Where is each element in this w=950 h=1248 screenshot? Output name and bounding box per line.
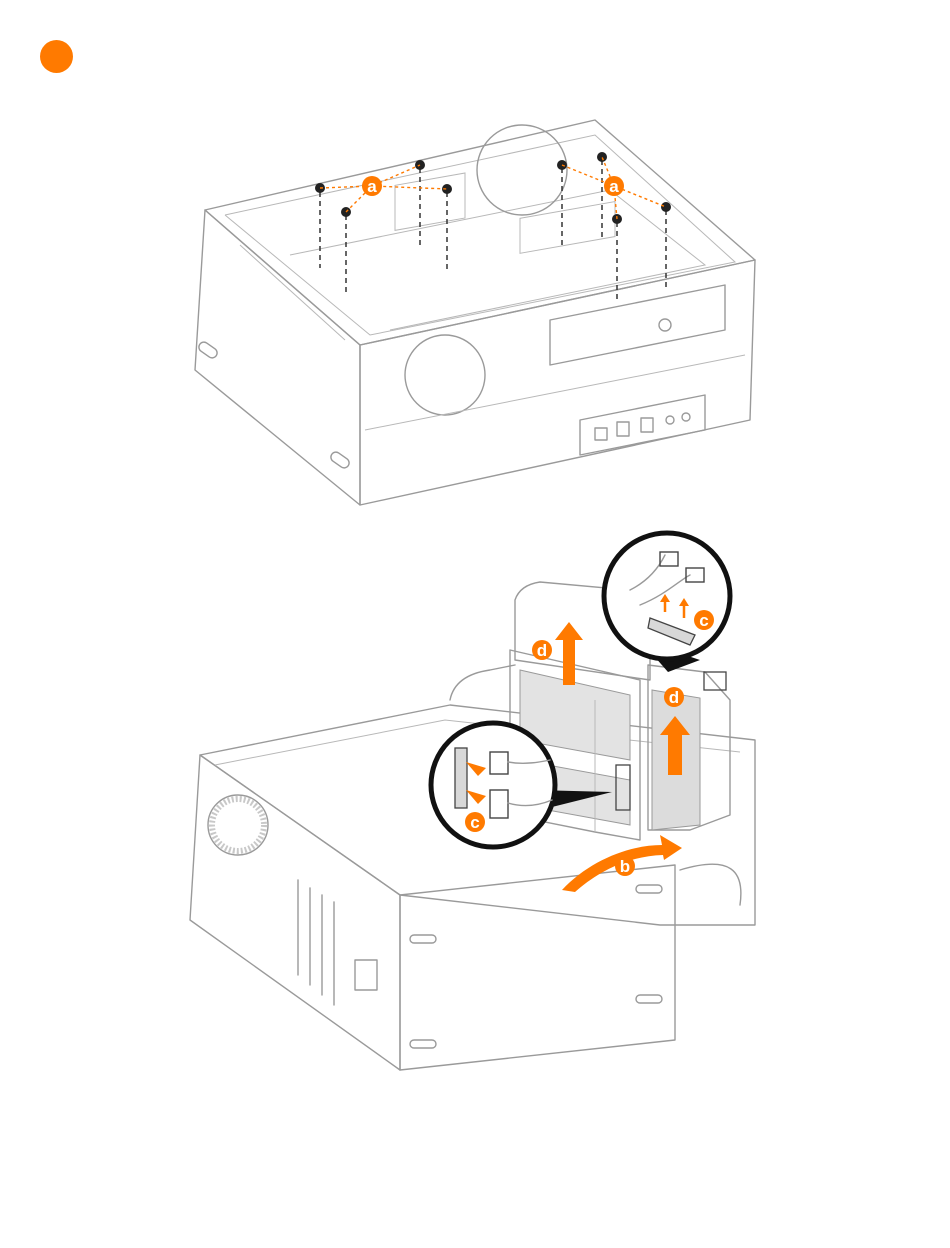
panel-slot-4	[410, 1040, 436, 1048]
drive-cage-curve	[450, 665, 515, 700]
connector-detail-left	[431, 723, 555, 847]
hard-drive-cage	[648, 665, 730, 830]
optical-eject	[659, 319, 671, 331]
expansion-slots	[298, 880, 334, 1005]
screw-icon	[597, 152, 607, 162]
lift-arrow-left	[555, 622, 583, 685]
audio-jack-1	[666, 416, 674, 424]
top-fan-circle	[477, 125, 567, 215]
foot-2	[329, 450, 351, 470]
svg-text:a: a	[367, 177, 377, 196]
io-panel	[580, 395, 705, 455]
svg-text:d: d	[669, 688, 679, 707]
usb-port-1	[595, 428, 607, 440]
svg-text:c: c	[699, 611, 708, 630]
top-chassis-front	[360, 260, 755, 505]
power-connector	[355, 960, 377, 990]
callout-c-top: c	[694, 610, 714, 630]
top-chassis-inner-rim	[225, 135, 735, 335]
audio-jack-2	[682, 413, 690, 421]
front-divider	[365, 355, 745, 430]
bottom-chassis-illustration: c c d d	[190, 533, 755, 1070]
connector-detail-top	[604, 533, 730, 659]
callout-a-right: a	[604, 176, 624, 196]
usb-port-3	[641, 418, 653, 432]
svg-text:c: c	[470, 813, 479, 832]
callout-c-left: c	[465, 812, 485, 832]
bottom-chassis-side-panel	[400, 865, 675, 1070]
optical-bay	[550, 285, 725, 365]
top-chassis-left-side	[195, 210, 360, 505]
top-chassis-illustration: a a	[195, 120, 755, 505]
front-fan-circle	[405, 335, 485, 415]
panel-slot-1	[410, 935, 436, 943]
callout-b: b	[615, 856, 635, 876]
svg-text:a: a	[609, 177, 619, 196]
top-chassis-rail	[240, 245, 345, 340]
panel-slot-3	[636, 995, 662, 1003]
rear-fan-grill	[208, 795, 268, 855]
top-bay-right	[520, 202, 615, 254]
power-cable	[680, 864, 741, 905]
callout-a-left: a	[362, 176, 382, 196]
panel-slot-2	[636, 885, 662, 893]
callout-a-left-leaders	[320, 165, 447, 212]
rear-fan-mesh	[212, 799, 264, 851]
callout-d-right: d	[664, 687, 684, 707]
foot-1	[197, 340, 219, 360]
svg-text:d: d	[537, 641, 547, 660]
usb-port-2	[617, 422, 629, 436]
svg-text:b: b	[620, 857, 630, 876]
screw-icon	[661, 202, 671, 212]
callout-d-left: d	[532, 640, 552, 660]
